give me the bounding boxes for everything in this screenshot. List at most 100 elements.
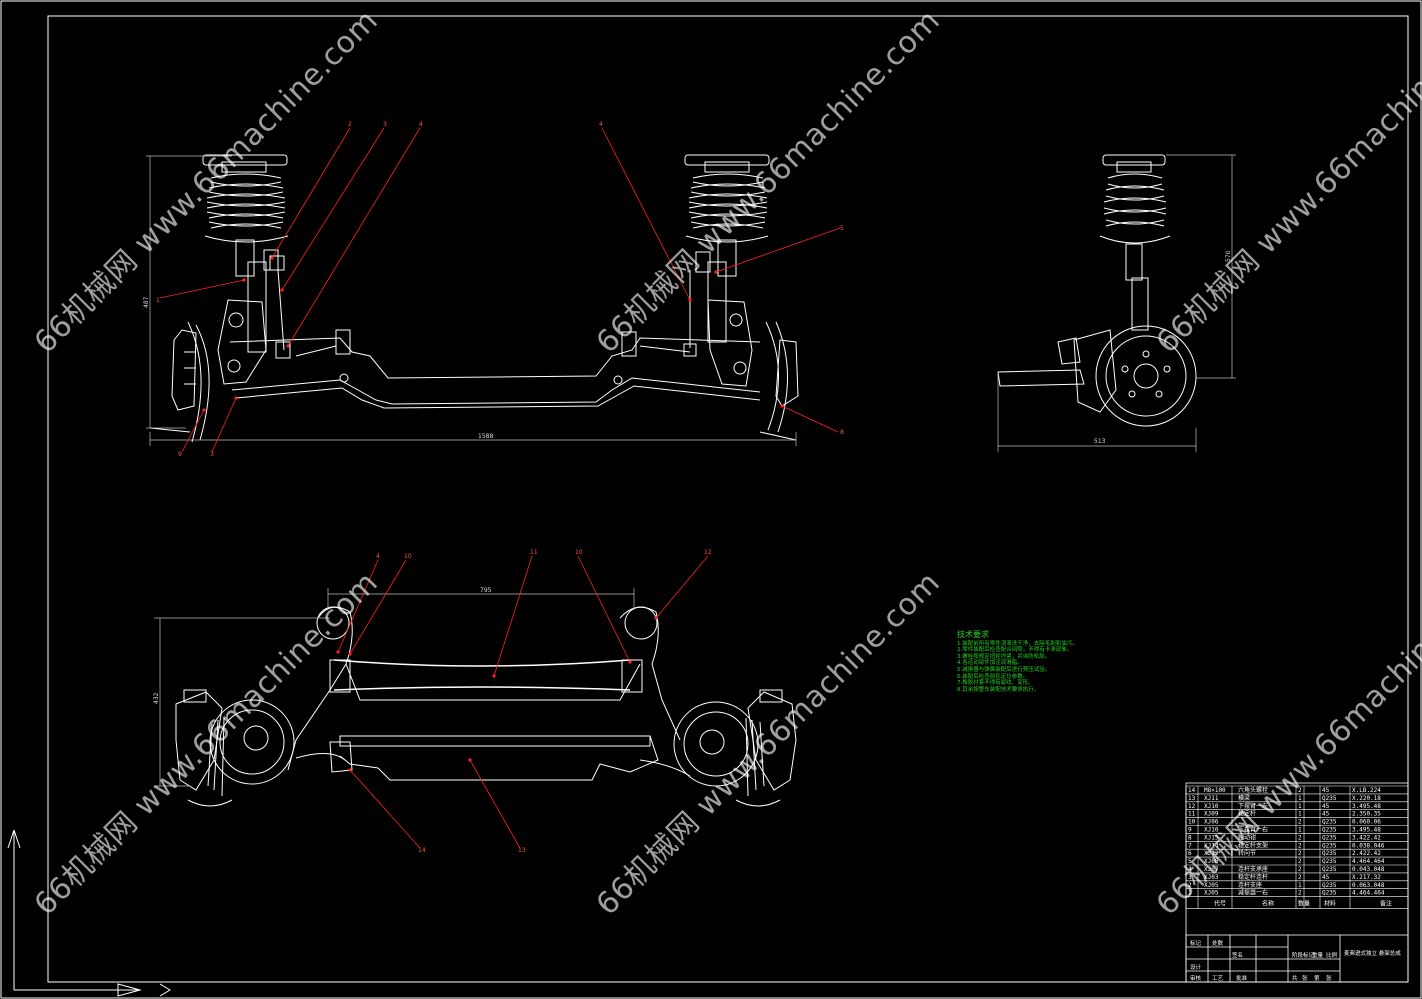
bom-cell: XJ10 [1204, 827, 1219, 834]
bom-cell: 减振器一右 [1238, 889, 1268, 897]
bom-cell: XJ10 [1204, 803, 1219, 810]
svg-text:设计: 设计 [1190, 963, 1202, 971]
front-dimensions [146, 155, 797, 446]
bom-cell: X.217.32 [1352, 874, 1381, 881]
balloon: 3 [383, 121, 387, 128]
tech-line: 2.零件装配后检查配合间隙，不得有卡滞现象。 [957, 647, 1073, 654]
left-knuckle-brake [149, 299, 267, 443]
bom-cell: 制动钳 [1238, 833, 1256, 841]
tech-line: 6.装配后检查前轮定位参数。 [957, 673, 1029, 680]
bom-cell: 2 [1298, 819, 1302, 826]
dim-front-height: 487 [143, 296, 150, 308]
plan-balloons: 4 10 11 10 12 14 13 [376, 549, 712, 854]
balloon: 9 [178, 451, 182, 458]
bom-cell: XJ07 [1204, 866, 1219, 873]
bom-cell: 2 [1188, 882, 1192, 889]
balloon: 14 [418, 847, 426, 854]
svg-text:批准: 批准 [1236, 974, 1248, 982]
tech-line: 8.其余按整车装配技术要求执行。 [957, 686, 1040, 693]
front-view [146, 154, 799, 446]
side-brake-disc [1095, 325, 1197, 427]
bom-cell: 六角头螺栓 [1238, 786, 1268, 794]
bom-cell: XJ06 [1204, 819, 1219, 826]
bom-cell: Q235 [1322, 819, 1337, 826]
balloon: 10 [404, 553, 412, 560]
bom-cell: 0.060.06 [1352, 819, 1381, 826]
bom-cell: 6 [1188, 850, 1192, 857]
bom-cell: 9 [1188, 827, 1192, 834]
plan-right-hub [673, 701, 759, 787]
tech-title: 技术要求 [957, 630, 989, 639]
bom-cell: 4.464.464 [1352, 858, 1385, 865]
balloon: 4 [419, 121, 423, 128]
bom-cell: 2.422.42 [1352, 850, 1381, 857]
bom-cell: 0.063.048 [1352, 882, 1385, 889]
bom-cell: 连杆支座 [1238, 881, 1262, 889]
svg-text:重量: 重量 [1312, 951, 1324, 959]
balloon: 13 [518, 847, 526, 854]
title-block-text: 麦弗逊式独立 悬架总成 标记 处数 签名 阶段标记 重量 比例 设计 审核 工艺… [1190, 939, 1401, 982]
bom-header-cell: 备注 [1380, 900, 1392, 908]
tech-line: 4.各运动部件加注润滑脂。 [957, 660, 1023, 667]
bom-cell: 2 [1298, 890, 1302, 897]
svg-text:比例: 比例 [1326, 951, 1338, 959]
bom-cell: 1 [1298, 795, 1302, 802]
bom-cell: 下摆臂一左 [1238, 802, 1268, 810]
bom-cell: XJ05 [1204, 890, 1219, 897]
svg-text:工艺: 工艺 [1212, 975, 1224, 982]
bom-cell: 8 [1188, 834, 1192, 841]
bom-cell: Q235 [1322, 827, 1337, 834]
bom-cell: 12 [1188, 803, 1196, 810]
bom-cell: 1 [1298, 827, 1302, 834]
bom-cell: 10 [1188, 819, 1196, 826]
balloon: 4 [376, 553, 380, 560]
svg-text:第: 第 [1314, 974, 1320, 982]
balloon: 10 [575, 549, 583, 556]
dim-side-width: 513 [1094, 438, 1106, 445]
front-crossmember [229, 329, 761, 409]
bom-cell: XJ11 [1204, 795, 1219, 802]
svg-text:阶段标记: 阶段标记 [1292, 951, 1315, 959]
bom-cell: 5 [1188, 858, 1192, 865]
bom-header-cell: 材料 [1324, 900, 1336, 908]
bom-cell: 2 [1298, 787, 1302, 794]
bom-cell: X.220.18 [1352, 795, 1381, 802]
dim-plan-width: 795 [480, 587, 492, 594]
bom-cell: 稳定杆 [1238, 810, 1256, 818]
left-stabilizer-link [269, 255, 291, 359]
balloon: 8 [840, 429, 844, 436]
bom-cell: 4 [1188, 866, 1192, 873]
bom-cell: Q235 [1322, 842, 1337, 849]
front-balloons: 1 2 3 4 4 5 8 9 3 [156, 121, 844, 458]
dim-plan-height: 432 [153, 692, 160, 704]
svg-text:审核: 审核 [1190, 974, 1202, 982]
bom-cell: Q235 [1322, 890, 1337, 897]
bom-cell: Q235 [1322, 850, 1337, 857]
bom-cell: 13 [1188, 795, 1196, 802]
bom-cell: 2 [1298, 866, 1302, 873]
bom-cell: 稳定杆支架 [1238, 841, 1268, 849]
bom-cell: 2 [1298, 842, 1302, 849]
plan-view [154, 588, 797, 807]
bom-cell: XJ14 [1204, 842, 1219, 849]
bom-cell: 转向节 [1238, 849, 1256, 857]
bom-cell: XJ03 [1204, 874, 1219, 881]
bom-cell: 45 [1322, 787, 1330, 794]
svg-text:签名: 签名 [1232, 951, 1243, 959]
bom-cell: 3.495.48 [1352, 803, 1381, 810]
bom-cell: 2 [1298, 834, 1302, 841]
bom-cell: 14 [1188, 787, 1196, 794]
bom-cell: XJ05 [1204, 882, 1219, 889]
svg-text:标记: 标记 [1190, 939, 1202, 947]
bom-cell: Q235 [1322, 858, 1337, 865]
balloon: 1 [156, 297, 160, 304]
bom-header-cell: 代号 [1214, 900, 1226, 908]
plan-left-hub [209, 699, 295, 785]
leader-lines [159, 127, 841, 849]
ucs-icon [7, 829, 171, 997]
bom-cell: 2 [1298, 858, 1302, 865]
bom-cell: 1 [1298, 803, 1302, 810]
bom-cell: 3 [1188, 874, 1192, 881]
bom-cell: XJ12 [1204, 850, 1219, 857]
